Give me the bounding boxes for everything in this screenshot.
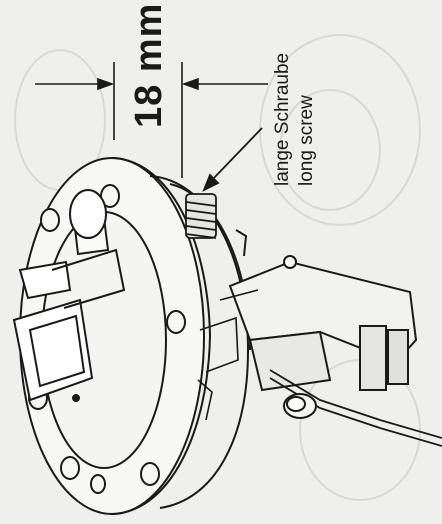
flange-bolt-hole	[140, 462, 160, 486]
flange-bolt-hole	[166, 310, 186, 334]
dimension-label: 18 mm	[128, 2, 170, 128]
front-flange	[19, 157, 212, 515]
long-screw	[185, 193, 217, 239]
lever-bracket	[228, 255, 418, 392]
inner-mechanism	[197, 289, 259, 421]
central-hub	[12, 189, 126, 402]
flange-bolt-hole	[90, 474, 106, 494]
dimension-marker	[35, 62, 268, 178]
flange-bolt-hole	[60, 456, 80, 480]
screw-label-english: long screw	[296, 95, 317, 186]
screw-leader-arrow	[202, 127, 263, 192]
screw-label-german: lange Schraube	[272, 52, 293, 186]
roller-pulley	[283, 393, 317, 419]
flange-bolt-hole	[40, 208, 60, 232]
control-cable	[269, 369, 442, 447]
